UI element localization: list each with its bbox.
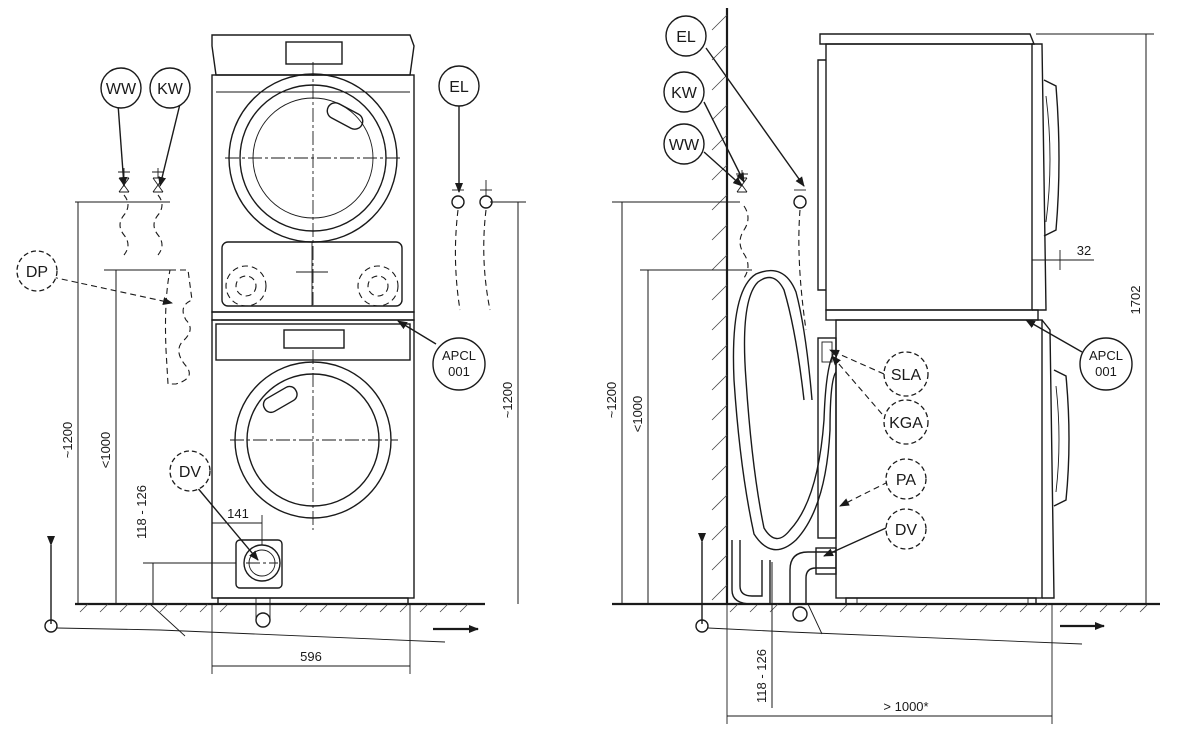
label-dp: DP xyxy=(26,264,48,281)
floor-hatch-side xyxy=(729,603,1149,613)
drain-pipe-front xyxy=(164,269,193,385)
label-apcl-side-1: APCL xyxy=(1089,348,1123,363)
label-kga: KGA xyxy=(889,415,923,432)
inlet-valves-side xyxy=(736,170,807,209)
dim-118-126-side: 118 - 126 xyxy=(754,649,769,703)
dim-596: 596 xyxy=(300,649,322,664)
inlet-hose-side xyxy=(739,205,749,279)
drain-hose-side xyxy=(743,276,837,540)
bubble-ww-side: WW xyxy=(663,123,705,165)
side-view: EL KW WW APCL 001 SLA KGA PA DV xyxy=(604,8,1160,724)
label-dv: DV xyxy=(179,464,202,481)
dim-approx-1200-right: ~1200 xyxy=(500,382,515,419)
label-kw-side: KW xyxy=(671,85,698,102)
wall-hatch xyxy=(711,14,728,601)
label-el-side: EL xyxy=(676,29,696,46)
label-ww: WW xyxy=(106,81,137,98)
bubble-pa-side: PA xyxy=(885,458,927,500)
upper-dryer-front xyxy=(211,34,415,313)
leader-lines-side xyxy=(703,47,1083,557)
bubble-dv-front: DV xyxy=(169,450,211,492)
dim-1702: 1702 xyxy=(1128,286,1143,315)
drain-valve-side xyxy=(789,547,837,622)
lower-washer-side xyxy=(817,319,1070,605)
dim-lt-1000-left: <1000 xyxy=(98,432,113,469)
label-dv-side: DV xyxy=(895,522,918,539)
bubble-sla-side: SLA xyxy=(883,351,929,397)
front-view: WW KW EL DP DV APCL 001 ~1200 <1000 118 … xyxy=(16,34,526,674)
power-cable-side xyxy=(798,209,807,331)
label-apcl-side-2: 001 xyxy=(1095,364,1117,379)
bubble-el-side: EL xyxy=(665,15,707,57)
label-kw: KW xyxy=(157,81,184,98)
bubble-dv-side: DV xyxy=(885,508,927,550)
dimension-lines-front xyxy=(77,201,526,674)
stacking-kit-side xyxy=(825,309,1039,321)
dim-141: 141 xyxy=(227,506,249,521)
stacking-kit-front xyxy=(211,311,415,321)
label-ww-side: WW xyxy=(669,137,700,154)
leader-lines-front xyxy=(51,103,463,561)
label-sla: SLA xyxy=(891,367,922,384)
bubble-ww-front: WW xyxy=(100,67,142,109)
bubble-apcl-front: APCL 001 xyxy=(432,337,486,391)
dim-approx-1200-left: ~1200 xyxy=(60,422,75,459)
dimension-lines-side xyxy=(612,33,1154,724)
water-inlets-front xyxy=(75,168,170,256)
lower-washer-front xyxy=(211,319,415,628)
dim-32: 32 xyxy=(1077,243,1091,258)
label-pa: PA xyxy=(896,472,916,489)
electrical-connection-front xyxy=(451,180,493,311)
dim-lt-1000-side: <1000 xyxy=(630,396,645,433)
label-el: EL xyxy=(449,79,469,96)
bubble-kw-front: KW xyxy=(149,67,191,109)
bubble-apcl-side: APCL 001 xyxy=(1079,337,1133,391)
dim-approx-1200-side: ~1200 xyxy=(604,382,619,419)
bubble-el-front: EL xyxy=(438,65,480,107)
bubble-dp-front: DP xyxy=(16,250,58,292)
label-apcl-1: APCL xyxy=(442,348,476,363)
bubble-kw-side: KW xyxy=(663,71,705,113)
bubble-kga-side: KGA xyxy=(883,399,929,445)
dim-118-126-left: 118 - 126 xyxy=(134,485,149,539)
floor-hatch-front xyxy=(79,603,469,613)
dim-gt-1000: > 1000* xyxy=(883,699,928,714)
upper-dryer-side xyxy=(817,33,1094,311)
label-apcl-2: 001 xyxy=(448,364,470,379)
